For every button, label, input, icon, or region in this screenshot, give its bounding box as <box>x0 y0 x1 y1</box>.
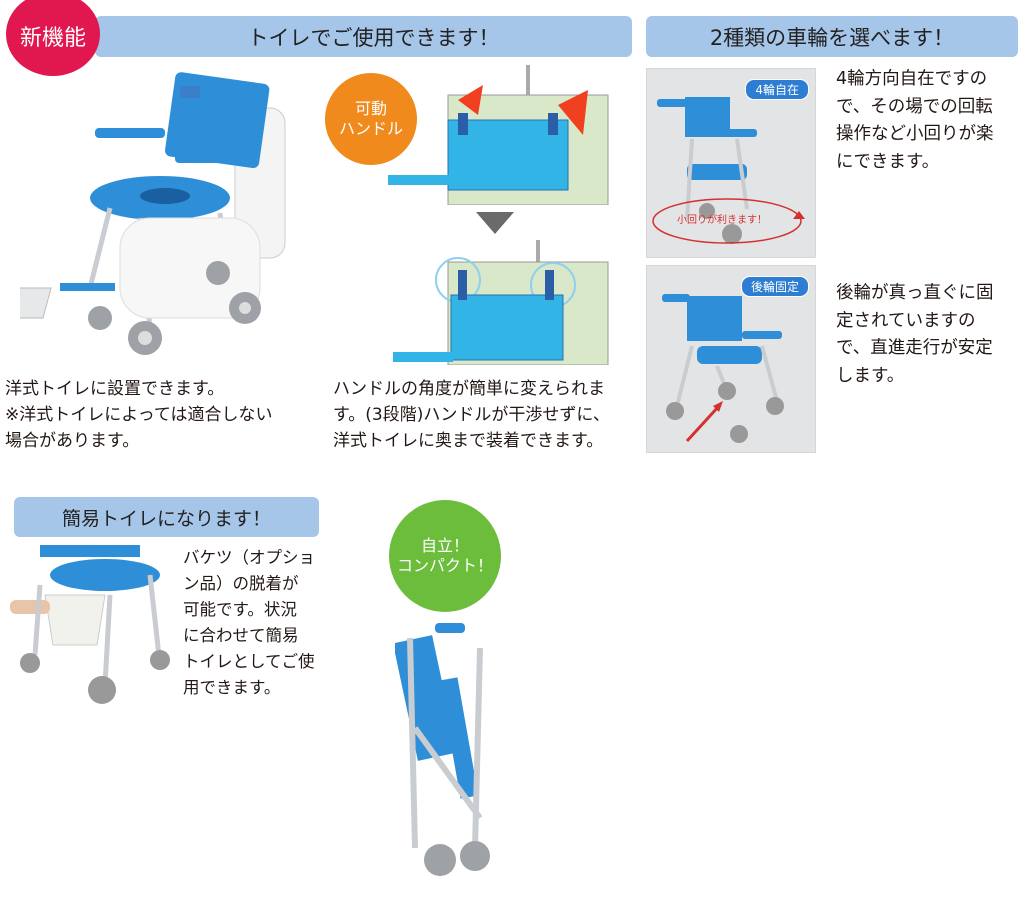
text-line: ※洋式トイレによっては適合しない <box>5 405 273 425</box>
rear-wheel-fixed-image: 後輪固定 <box>646 265 816 453</box>
compact-badge: 自立！ コンパクト！ <box>389 500 501 612</box>
text-line: します。 <box>836 365 905 386</box>
text-line: で、直進走行が安定 <box>836 338 993 358</box>
section-title: 2種類の車輪を選べます！ <box>709 25 955 50</box>
text-line: 場合があります。 <box>5 431 140 451</box>
text-line: 用できます。 <box>183 678 281 697</box>
badge-line: コンパクト！ <box>396 556 493 575</box>
handle-angle-note: ハンドルの角度が簡単に変えられま す。(3段階)ハンドルが干渉せずに、 洋式トイ… <box>333 376 610 454</box>
text-line: トイレとしてご使 <box>183 652 315 671</box>
rear-fixed-description: 後輪が真っ直ぐに固 定されていますの で、直進走行が安定 します。 <box>836 280 994 390</box>
bucket-chair-image <box>10 545 170 704</box>
text-line: 可能です。状況 <box>183 600 297 619</box>
section-title: トイレでご使用できます！ <box>247 25 500 50</box>
down-arrow-icon <box>476 212 514 234</box>
new-feature-badge: 新機能 <box>6 0 100 76</box>
text-line: にできます。 <box>836 151 940 172</box>
movable-handle-badge: 可動 ハンドル <box>325 73 417 165</box>
section-title: 簡易トイレになります！ <box>61 507 271 530</box>
turning-caption: 小回りが利きます！ <box>677 215 767 226</box>
badge-line: ハンドル <box>338 119 403 138</box>
badge-line: 可動 <box>354 99 387 118</box>
commode-chair-on-toilet-image <box>20 72 286 355</box>
new-feature-label: 新機能 <box>19 26 86 52</box>
option-badge: 4輪自在 <box>745 79 809 100</box>
text-line: に合わせて簡易 <box>183 626 299 645</box>
section-header-toilet: トイレでご使用できます！ <box>95 16 632 57</box>
handle-adjusted-illustration <box>393 240 609 365</box>
text-line: 定されていますの <box>836 310 976 331</box>
text-line: 洋式トイレに設置できます。 <box>5 379 225 399</box>
text-line: 後輪が真っ直ぐに固 <box>836 283 994 303</box>
section-header-wheels: 2種類の車輪を選べます！ <box>646 16 1018 57</box>
text-line: 操作など小回りが楽 <box>836 124 994 144</box>
badge-line: 自立！ <box>420 536 469 555</box>
text-line: ン品）の脱着が <box>183 574 299 593</box>
text-line: す。(3段階)ハンドルが干渉せずに、 <box>333 405 610 425</box>
text-line: ハンドルの角度が簡単に変えられま <box>333 379 605 399</box>
handle-collision-illustration <box>388 65 609 205</box>
bucket-description: バケツ（オプショ ン品）の脱着が 可能です。状況 に合わせて簡易 トイレとしてご… <box>183 545 315 701</box>
text-line: 洋式トイレに奥まで装着できます。 <box>333 431 604 451</box>
text-line: 4輪方向自在ですの <box>836 69 988 89</box>
text-line: で、その場での回転 <box>836 96 993 117</box>
section-header-portable-toilet: 簡易トイレになります！ <box>14 497 319 537</box>
option-badge: 後輪固定 <box>740 276 809 297</box>
toilet-install-note: 洋式トイレに設置できます。 ※洋式トイレによっては適合しない 場合があります。 <box>5 376 273 454</box>
four-wheel-description: 4輪方向自在ですの で、その場での回転 操作など小回りが楽 にできます。 <box>836 66 994 176</box>
text-line: バケツ（オプショ <box>183 548 315 567</box>
folded-chair-image <box>395 623 490 876</box>
four-wheel-swivel-image: 4輪自在 小回りが利きます！ <box>646 68 816 258</box>
